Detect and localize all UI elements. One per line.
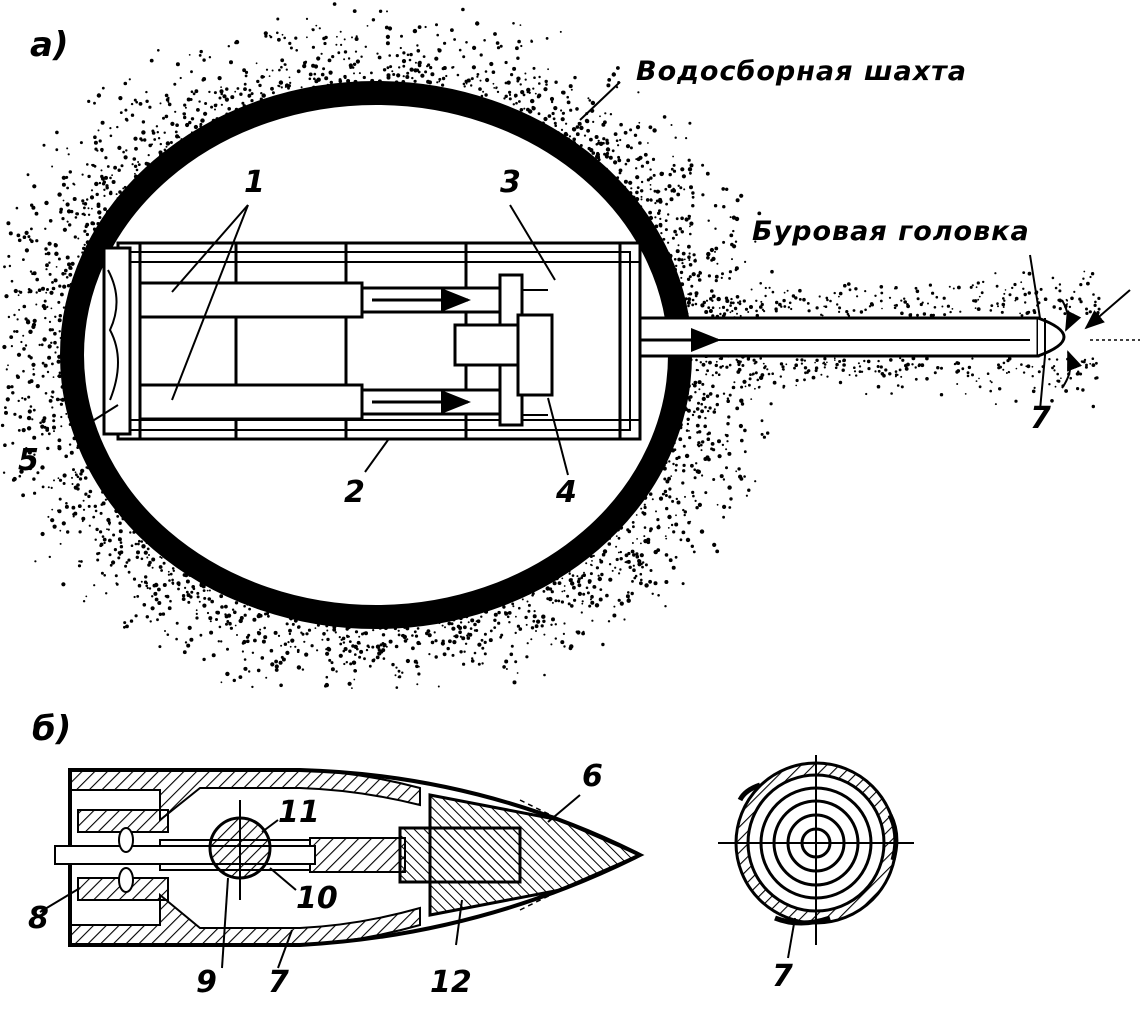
drill-head-label: Буровая головка	[752, 216, 1030, 247]
part-number-3: 3	[500, 165, 521, 200]
part-number-4: 4	[556, 475, 577, 510]
panel-b-letter: б)	[32, 709, 72, 749]
hydraulic-jacks	[138, 281, 502, 421]
part-number-12: 12	[430, 965, 472, 1000]
part-number-7-a: 7	[1030, 401, 1051, 436]
soil-stipple	[0, 2, 1101, 689]
part-number-10: 10	[296, 881, 338, 916]
leaders-a	[74, 81, 1046, 476]
collection-shaft-label: Водосборная шахта	[636, 56, 968, 87]
thrust-pad	[102, 246, 132, 436]
panel-a-letter: а)	[30, 25, 69, 65]
part-number-1: 1	[244, 165, 265, 200]
leaders-b	[39, 794, 796, 969]
part-number-2: 2	[344, 475, 365, 510]
part-number-9: 9	[196, 965, 217, 1000]
part-number-5: 5	[18, 443, 39, 478]
part-number-8: 8	[28, 901, 49, 936]
part-number-11: 11	[278, 795, 320, 830]
part-number-7-b: 7	[268, 965, 289, 1000]
push-plate	[453, 273, 554, 427]
part-number-6: 6	[582, 759, 603, 794]
part-number-7-c: 7	[772, 959, 793, 994]
drill-head-end-view	[718, 755, 914, 945]
drill-head-arrows	[1061, 289, 1140, 389]
drill-head-section	[54, 768, 645, 947]
